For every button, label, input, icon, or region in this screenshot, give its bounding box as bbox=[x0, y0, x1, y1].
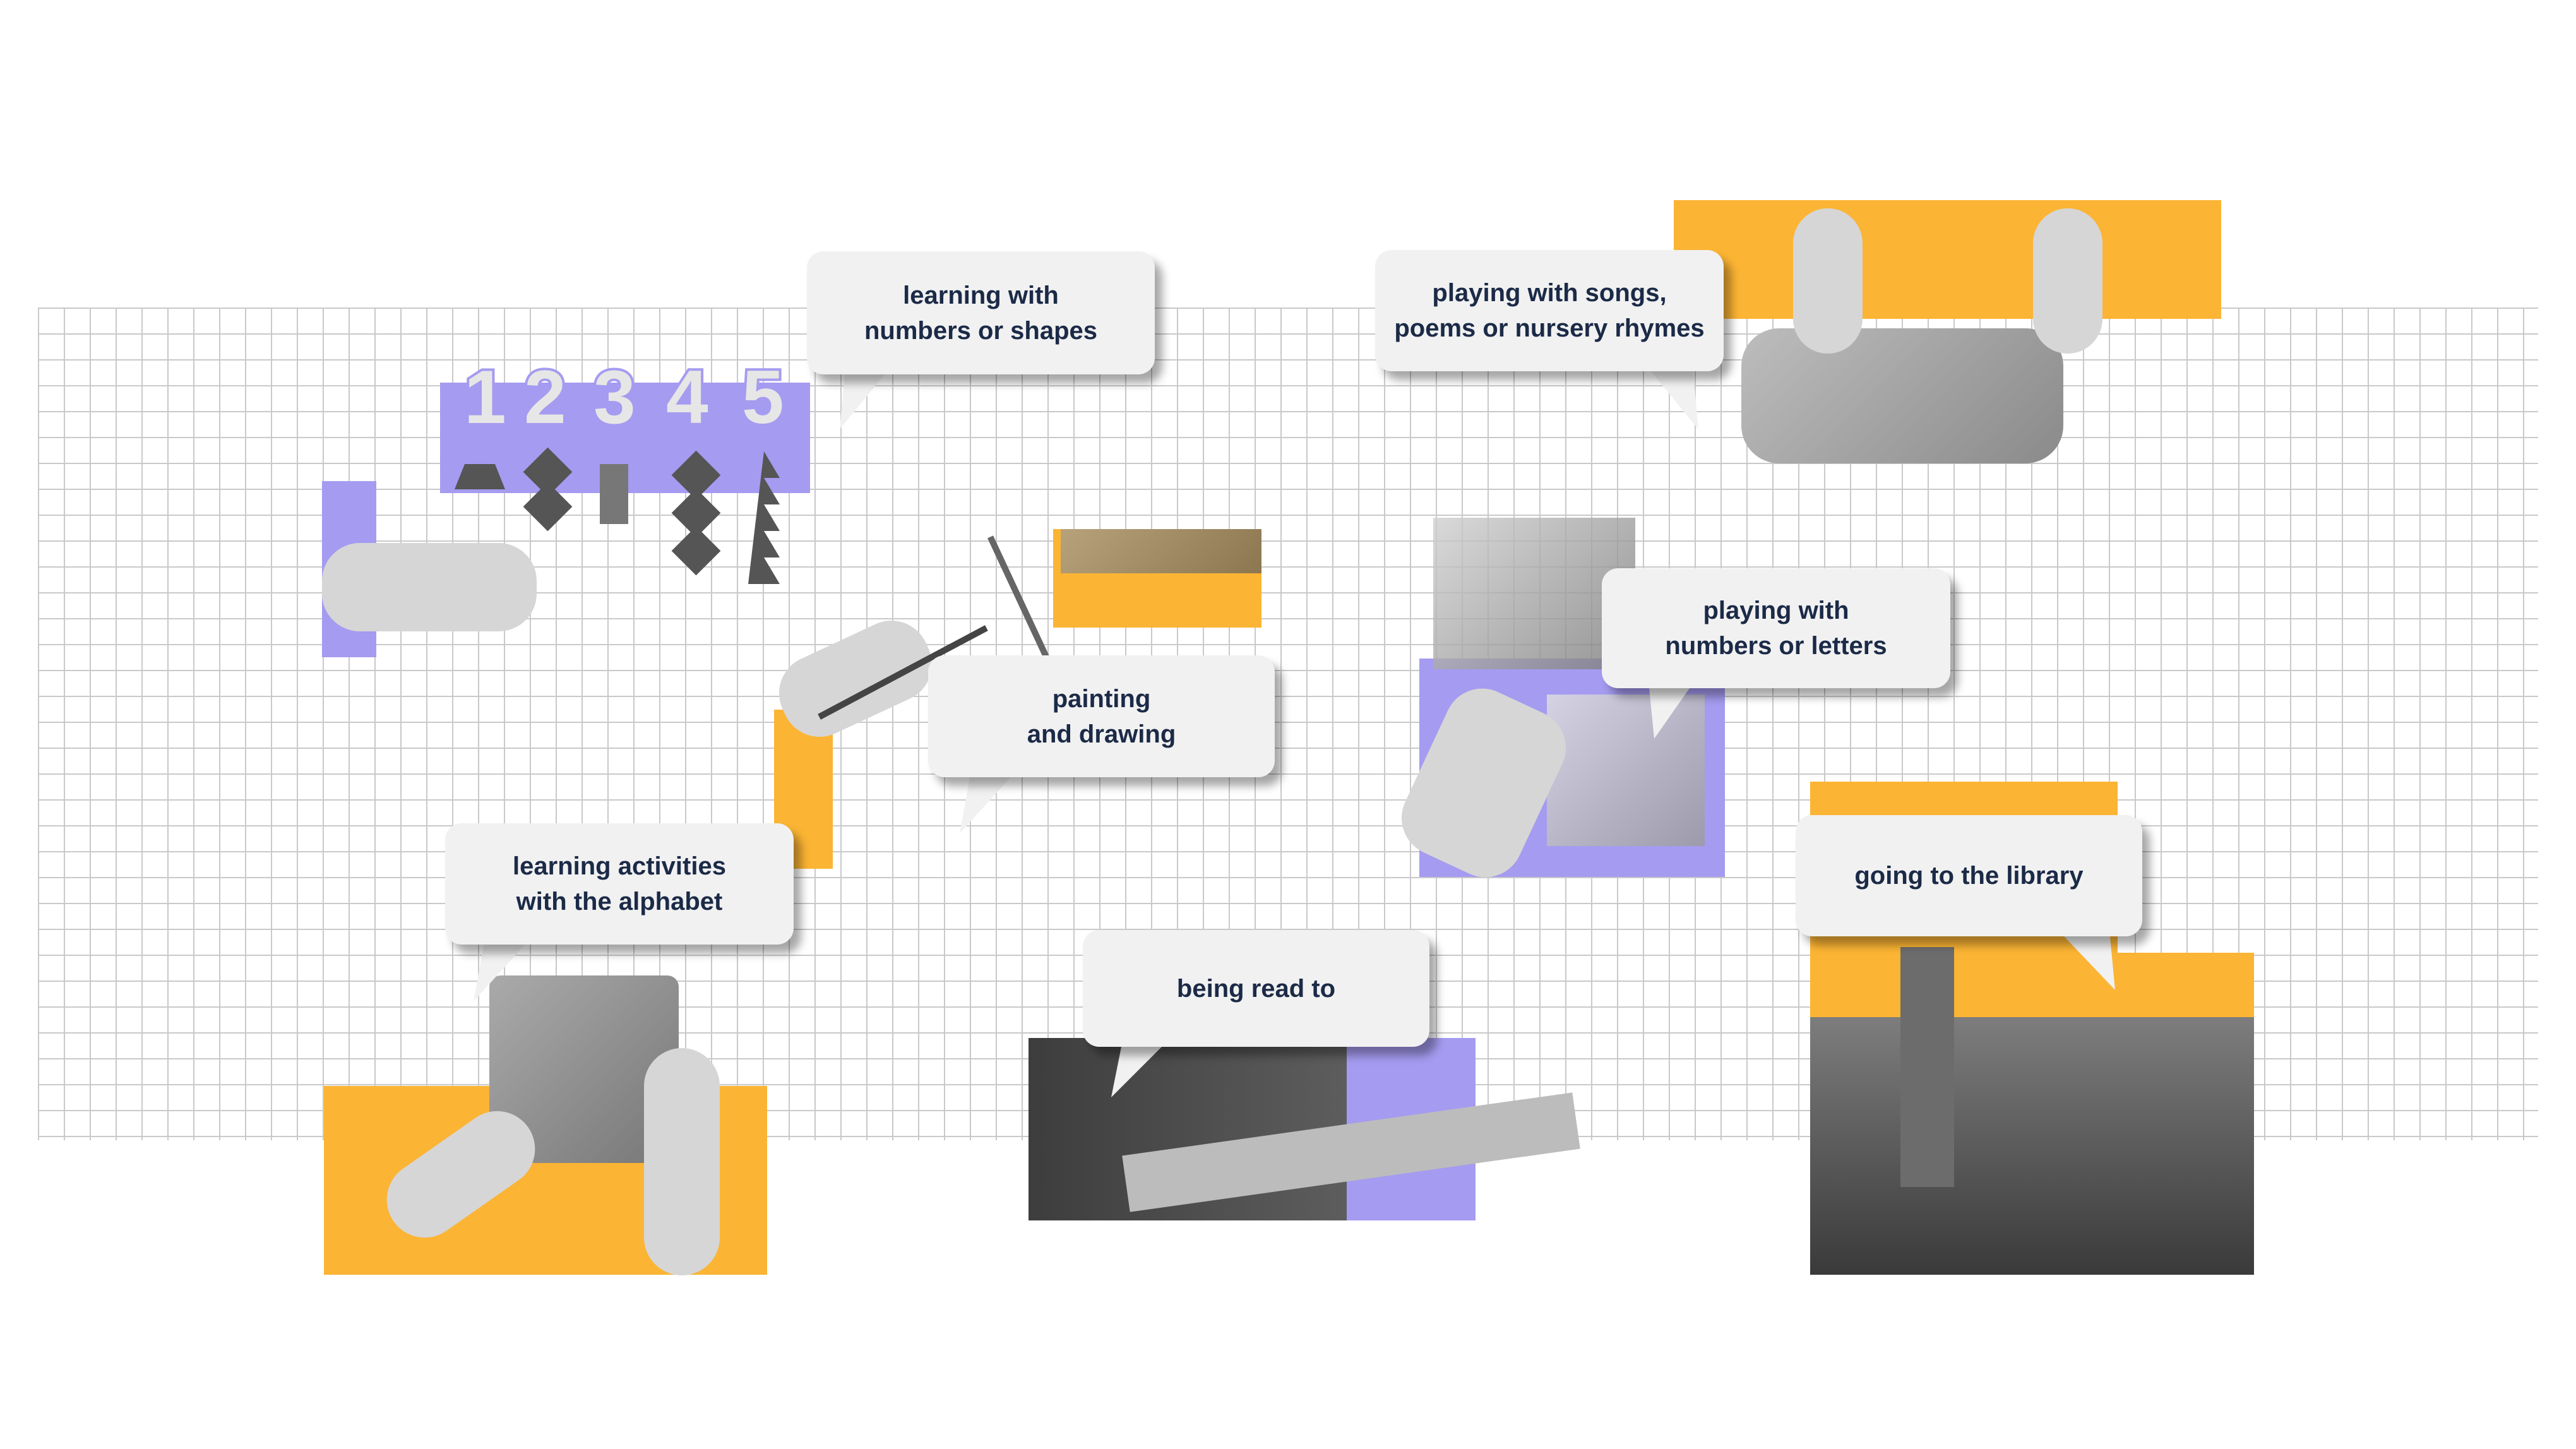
child-hand-photo bbox=[322, 543, 537, 631]
bubble-text: playing with songs, poems or nursery rhy… bbox=[1394, 279, 1705, 342]
speech-bubble-tail bbox=[1642, 360, 1698, 429]
hand-photo bbox=[1793, 208, 1863, 354]
number-blocks-photo bbox=[1433, 518, 1635, 669]
bubble-text: going to the library bbox=[1854, 862, 2084, 890]
digit-2: 2 bbox=[522, 352, 569, 442]
speech-bubble-library: going to the library bbox=[1796, 815, 2142, 936]
speech-bubble-tail bbox=[1111, 1034, 1174, 1097]
speech-bubble-alphabet: learning activities with the alphabet bbox=[445, 823, 794, 945]
speech-bubble-tail bbox=[1648, 676, 1698, 739]
bubble-text: learning with numbers or shapes bbox=[864, 281, 1097, 345]
library-building-photo bbox=[1810, 953, 2254, 1275]
hand-photo bbox=[2033, 208, 2102, 354]
speech-bubble-songs: playing with songs, poems or nursery rhy… bbox=[1375, 250, 1724, 371]
bubble-text: painting and drawing bbox=[1027, 684, 1176, 748]
speech-bubble-painting: painting and drawing bbox=[928, 655, 1275, 777]
bubble-text: playing with numbers or letters bbox=[1665, 597, 1887, 660]
rectangle-shape bbox=[600, 464, 628, 524]
letter-tiles-photo bbox=[1547, 695, 1705, 846]
speech-bubble-numbers-letters: playing with numbers or letters bbox=[1602, 568, 1950, 688]
painting-arm-photo bbox=[1061, 529, 1261, 573]
speech-bubble-tail bbox=[474, 932, 537, 1001]
speech-bubble-numbers-shapes: learning with numbers or shapes bbox=[807, 251, 1155, 374]
speech-bubble-tail bbox=[2052, 924, 2115, 990]
digit-1: 1 bbox=[462, 352, 509, 442]
digit-4: 4 bbox=[664, 352, 711, 442]
bubble-text: learning activities with the alphabet bbox=[513, 852, 726, 915]
digit-5: 5 bbox=[739, 352, 787, 442]
speech-bubble-tail bbox=[960, 764, 1023, 833]
speech-bubble-read-to: being read to bbox=[1083, 930, 1429, 1047]
speech-bubble-tail bbox=[840, 360, 897, 429]
clock-tower bbox=[1900, 947, 1954, 1187]
child-hand-photo bbox=[644, 1048, 720, 1275]
digit-3: 3 bbox=[591, 352, 638, 442]
xylophone-photo bbox=[1741, 328, 2063, 463]
bubble-text: being read to bbox=[1176, 974, 1336, 1003]
songs-yellow-block bbox=[1674, 200, 2221, 319]
